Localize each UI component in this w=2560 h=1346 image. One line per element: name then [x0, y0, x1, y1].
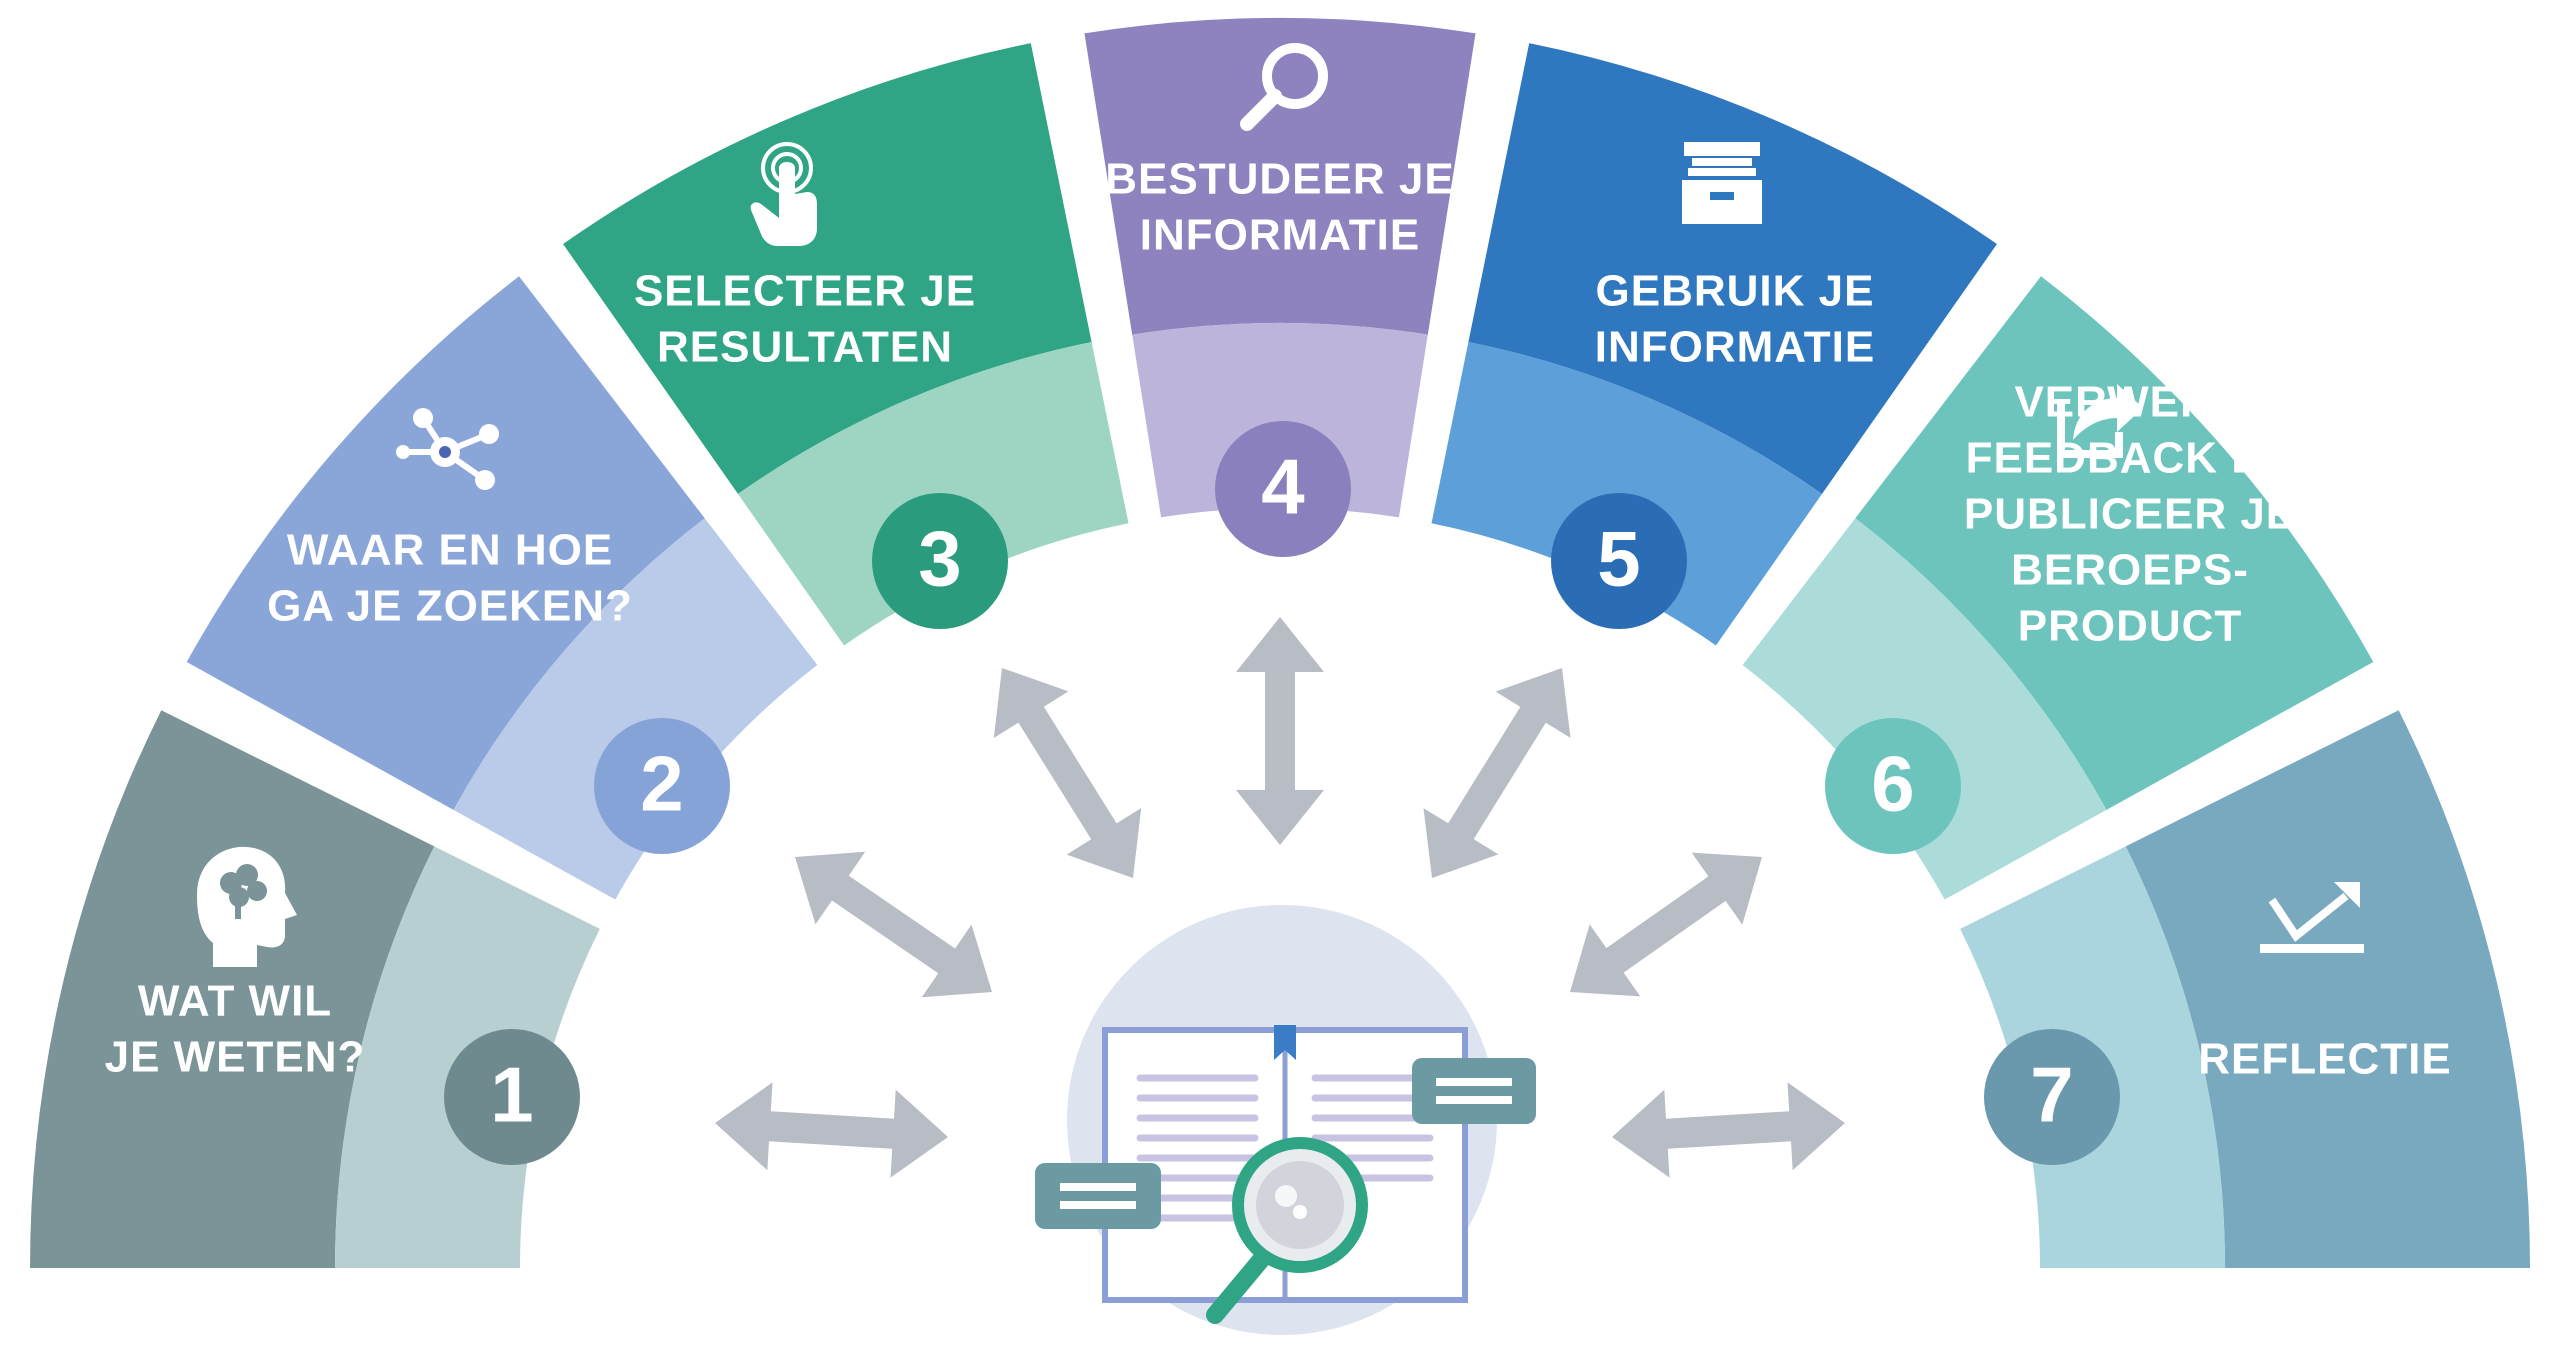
segment-4-inner	[1132, 323, 1428, 518]
step-3-number: 3	[918, 515, 961, 603]
step-1-number: 1	[490, 1051, 533, 1139]
network-icon	[396, 408, 499, 490]
connector-arrows	[715, 617, 1845, 1178]
step-1-label-line: WAT WIL	[138, 977, 332, 1026]
head-icon	[197, 846, 297, 967]
segment-2-outer	[186, 276, 705, 810]
step-4-badge: 4	[1215, 421, 1351, 557]
segment-3-outer	[563, 43, 1092, 494]
bookmark-icon	[1274, 1025, 1296, 1060]
step-2-label-line: WAAR EN HOE	[287, 526, 613, 575]
step-4-number: 4	[1261, 443, 1304, 531]
step-3-label-line: SELECTEER JE	[634, 267, 976, 316]
step-5-label-line: GEBRUIK JE	[1596, 267, 1875, 316]
segment-1-outer	[30, 710, 435, 1268]
double-arrow-5	[1423, 668, 1571, 878]
step-5-number: 5	[1597, 515, 1640, 603]
step-2-label-line: GA JE ZOEKEN?	[267, 582, 633, 631]
segment-7-outer	[2125, 710, 2530, 1268]
step-6-label-line: PRODUCT	[2018, 602, 2243, 651]
share-icon	[2057, 384, 2143, 458]
central-book-illustration	[1035, 905, 1536, 1335]
step-5-label-line: INFORMATIE	[1595, 323, 1876, 372]
step-4-label-line: INFORMATIE	[1140, 211, 1421, 260]
segment-6-inner	[1742, 518, 2107, 900]
step-labels: WAT WIL JE WETEN? WAAR EN HOE GA JE ZOEKEN?…	[105, 155, 2451, 1084]
double-arrow-6	[1570, 852, 1762, 997]
arc-segments	[30, 17, 2530, 1268]
comment-box-left-icon	[1035, 1163, 1161, 1229]
tap-icon	[750, 142, 817, 246]
step-6-badge: 6	[1825, 718, 1961, 854]
double-arrow-4	[1236, 617, 1324, 845]
step-7-badge: 7	[1984, 1029, 2120, 1165]
step-1-label-line: JE WETEN?	[105, 1033, 366, 1082]
double-arrow-3	[993, 668, 1142, 878]
step-6-label-line: PUBLICEER JE	[1964, 490, 2296, 539]
double-arrow-7	[1612, 1082, 1845, 1178]
step-6-number: 6	[1871, 740, 1914, 828]
segment-5-outer	[1468, 43, 1997, 494]
step-2-number: 2	[640, 740, 683, 828]
step-6-label-line: VERWERK	[2014, 378, 2245, 427]
segment-2	[186, 276, 818, 900]
segment-4-outer	[1084, 17, 1476, 335]
segment-6	[1742, 276, 2374, 900]
step-3-badge: 3	[872, 493, 1008, 629]
segment-4	[1084, 17, 1476, 518]
segment-2-inner	[453, 518, 818, 900]
step-3-label-line: RESULTATEN	[657, 323, 953, 372]
step-numbers: 1 2 3 4 5 6 7	[444, 421, 2120, 1165]
file-cabinet-icon	[1682, 142, 1762, 224]
step-7-label-line: REFLECTIE	[2198, 1035, 2451, 1084]
comment-box-right-icon	[1412, 1058, 1536, 1124]
step-6-label-line: BEROEPS-	[2011, 546, 2249, 595]
reflect-icon	[2260, 882, 2364, 953]
step-5-badge: 5	[1551, 493, 1687, 629]
step-2-badge: 2	[594, 718, 730, 854]
magnifying-glass-icon	[1206, 1137, 1368, 1324]
step-7-number: 7	[2030, 1051, 2073, 1139]
double-arrow-1	[715, 1082, 948, 1178]
segment-6-outer	[1855, 276, 2374, 810]
step-4-label-line: BESTUDEER JE	[1105, 155, 1454, 204]
step-1-badge: 1	[444, 1029, 580, 1165]
magnifier-icon	[1240, 43, 1328, 131]
double-arrow-2	[795, 851, 992, 998]
step-6-label-line: FEEDBACK EN	[1966, 434, 2295, 483]
